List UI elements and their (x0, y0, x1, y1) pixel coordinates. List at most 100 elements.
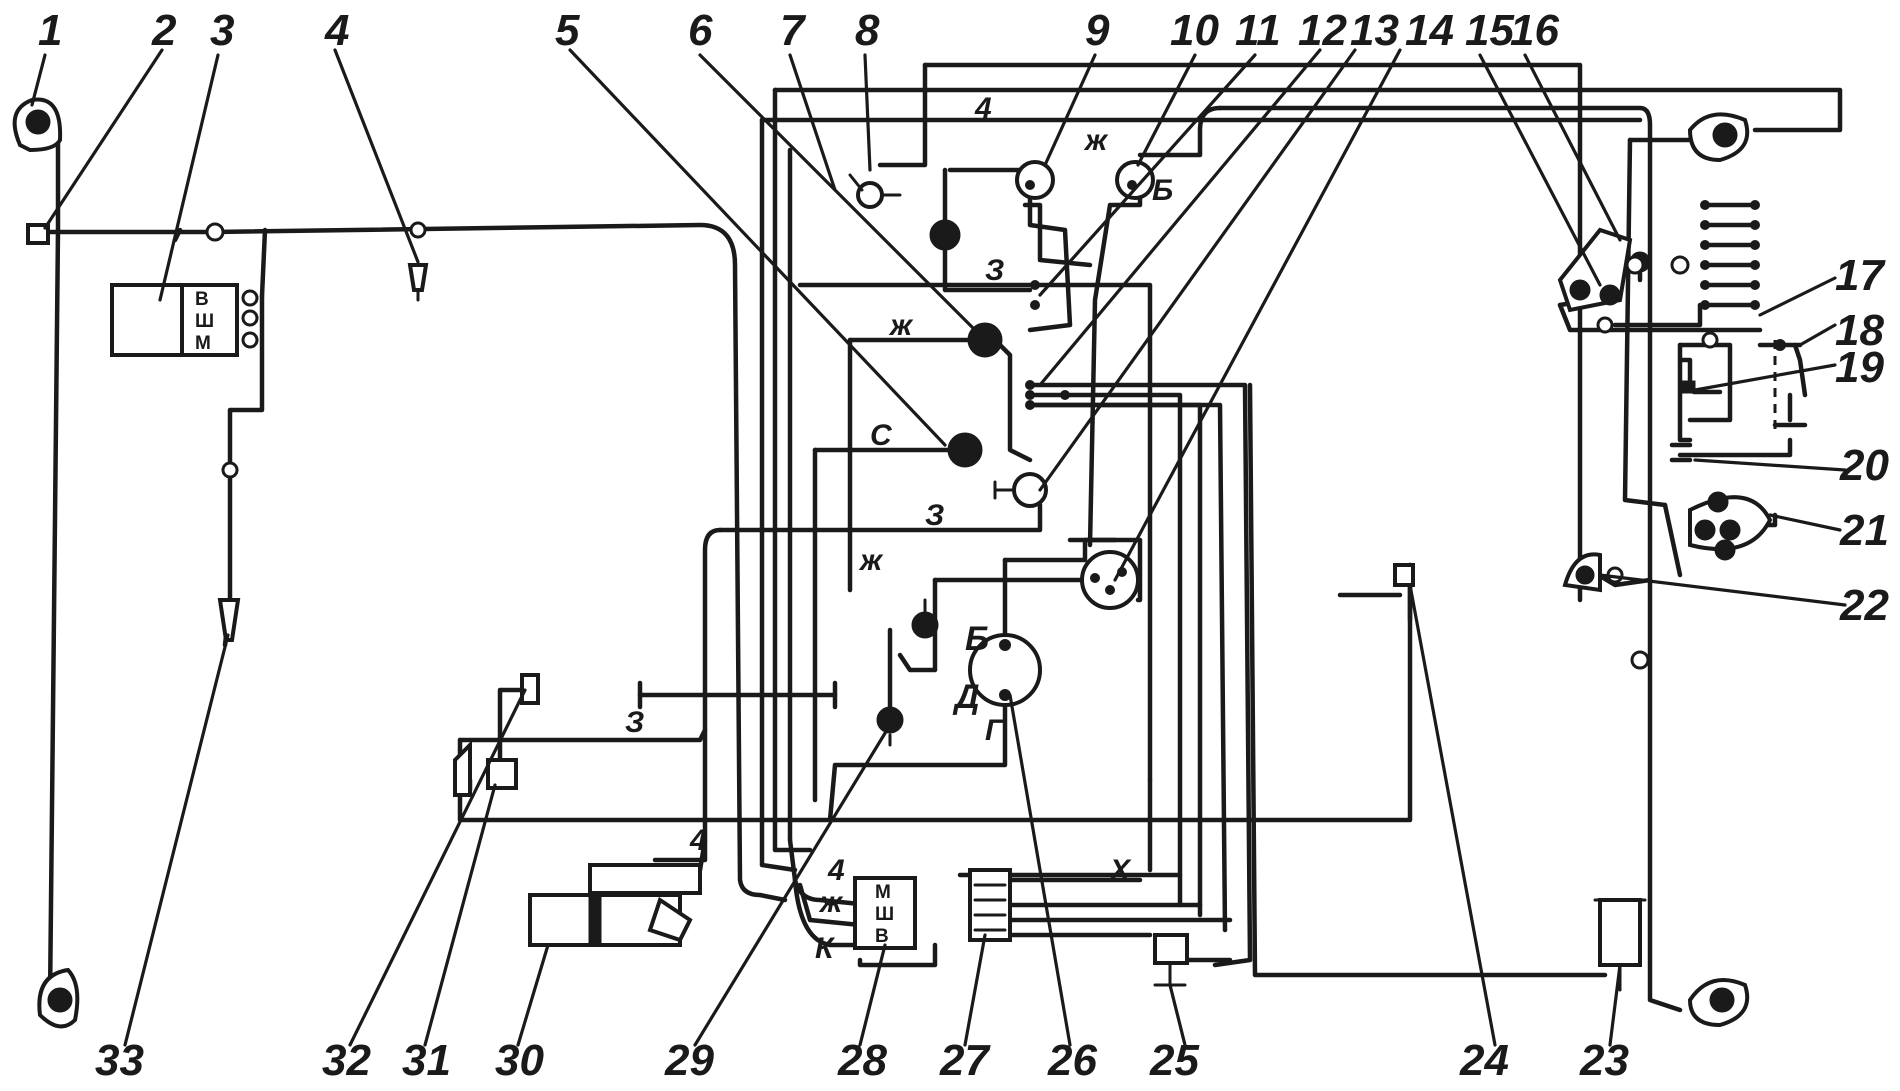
wire-16b (1612, 302, 1703, 328)
callout-6: 6 (688, 6, 713, 55)
wire-switch-block (947, 167, 1073, 333)
harness-block (453, 740, 472, 797)
callout-26: 26 (1047, 1036, 1097, 1085)
terminal-12c (1025, 400, 1035, 410)
terminal-ring-a (205, 222, 225, 242)
wire-label-z-mid: З (925, 499, 944, 532)
callout-3: 3 (210, 6, 234, 55)
headlamp-left-bottom (37, 967, 80, 1029)
callout-20: 20 (1839, 441, 1889, 490)
contact-18 (1757, 339, 1803, 351)
wire-main-left-harness (42, 222, 788, 903)
terminal-12d (1060, 390, 1070, 400)
lamp-4 (407, 221, 429, 302)
wire-switch-7 (942, 167, 1033, 293)
callout-33: 33 (95, 1036, 144, 1085)
relay-terminal-m: М (195, 333, 211, 354)
wire-label-x-bottom: Х (1108, 854, 1132, 887)
terminal-ring-f (1630, 650, 1650, 670)
callout-19: 19 (1835, 343, 1884, 392)
callout-16: 16 (1510, 6, 1559, 55)
terminal-ring-d (1701, 331, 1719, 349)
wire-bus-2 (1027, 392, 1183, 908)
terminal-ring-b (1625, 255, 1645, 275)
callout-numbers: 1 2 3 4 5 6 7 8 9 10 11 12 13 14 15 16 1… (38, 6, 1889, 1085)
wire-top-frame (772, 87, 1843, 133)
headlamp-right-top (1687, 112, 1750, 163)
callout-27: 27 (939, 1036, 991, 1085)
callout-7: 7 (780, 6, 807, 55)
callout-32: 32 (322, 1036, 371, 1085)
wire-label-z-lower: З (625, 706, 644, 739)
wire-label-z-upper: З (985, 254, 1004, 287)
starter-31 (486, 758, 518, 790)
wire-label-s-mid: С (870, 419, 893, 452)
battery-30 (528, 863, 702, 947)
relay-terminal-v: В (195, 289, 209, 310)
signal-25 (1153, 933, 1189, 987)
lamp-assembly-21 (1688, 491, 1773, 561)
wire-9-down (1022, 202, 1093, 268)
terminal-12b (1025, 390, 1035, 400)
ignition-switch-33 (217, 461, 241, 642)
terminal-ring-e (1596, 316, 1614, 334)
wire-right-to-21 (1622, 137, 1668, 508)
switch-11 (993, 472, 1048, 508)
wire-21b (1662, 502, 1683, 578)
callout-17: 17 (1835, 251, 1886, 300)
callout-28: 28 (837, 1036, 887, 1085)
relay-32 (520, 673, 540, 705)
wire-label-zh-top: ж (1083, 124, 1109, 157)
fuse-bank-right (1700, 200, 1760, 310)
wire-19c (1677, 357, 1693, 383)
wire-frame-inner (797, 282, 1153, 783)
callout-4: 4 (324, 6, 349, 55)
callout-24: 24 (1459, 1036, 1509, 1085)
wire-left-headlamps (35, 140, 78, 1013)
wire-20 (1677, 437, 1793, 458)
switch-8 (848, 173, 902, 209)
callout-5: 5 (555, 6, 580, 55)
regulator-terminal-sh: Ш (875, 904, 894, 925)
terminal-12a (1025, 380, 1035, 390)
callout-14: 14 (1405, 6, 1454, 55)
components: В Ш М (12, 97, 1808, 1029)
sender-24 (1393, 563, 1415, 587)
callout-15: 15 (1465, 6, 1514, 55)
wire-horn-feed (877, 62, 928, 168)
regulator-terminal-v: В (875, 926, 889, 947)
regulator-terminal-m: М (875, 882, 891, 903)
wire-bus-4 (1027, 402, 1228, 933)
wire-18b (1792, 342, 1808, 398)
wire-label-4-bottom: 4 (827, 854, 845, 887)
wire-g (827, 692, 1008, 823)
lamp-22 (1562, 552, 1602, 593)
relay-box-3: В Ш М (110, 283, 259, 357)
wire-10-down (1087, 162, 1143, 548)
callout-10: 10 (1170, 6, 1219, 55)
wire-label-4-low: 4 (689, 824, 707, 857)
wire-z-lower (457, 727, 708, 743)
fuse-block-27 (968, 868, 1012, 942)
wire-bottom-loop-3 (792, 877, 873, 948)
wire-to-23 (1247, 382, 1608, 978)
contact-20 (1669, 422, 1808, 463)
wire-bottom-28 (857, 942, 938, 968)
leader-lines (30, 48, 1847, 1047)
callout-22: 22 (1839, 581, 1889, 630)
terminal-ring-c (1670, 255, 1690, 275)
callout-29: 29 (664, 1036, 714, 1085)
callout-31: 31 (402, 1036, 451, 1085)
callout-1: 1 (38, 6, 62, 55)
wiring-harness (35, 62, 1843, 1013)
generator-terminal-b: Б (965, 620, 989, 658)
callout-8: 8 (855, 6, 880, 55)
wire-6 (847, 337, 1033, 463)
gauge-9 (1015, 160, 1055, 200)
headlamp-left-top (12, 97, 63, 153)
lamp-7 (929, 219, 961, 251)
wire-right-main (1217, 105, 1683, 1013)
contact-19 (1680, 380, 1723, 395)
wire-left-vertical-2 (759, 117, 798, 873)
